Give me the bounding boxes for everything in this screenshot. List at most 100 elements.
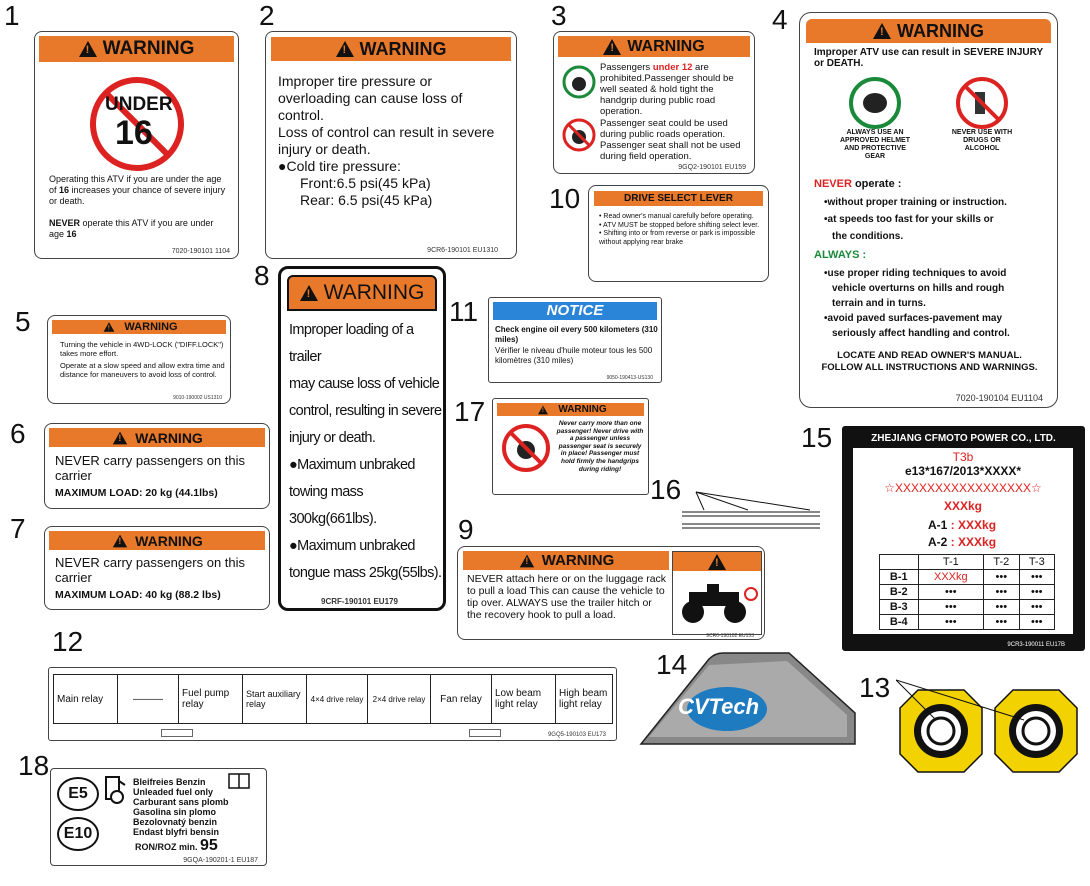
relay-cell: 4×4 drive relay xyxy=(307,675,368,723)
label-number-2: 2 xyxy=(259,0,275,31)
part-code: 9GQA-190201-1 EU187 xyxy=(183,857,258,864)
table-cell: ••• xyxy=(1018,584,1056,600)
relay-cell: Main relay xyxy=(54,675,118,723)
towing-icon-panel xyxy=(672,551,762,635)
warning-triangle-icon xyxy=(112,431,128,444)
max-load-text: MAXIMUM LOAD: 20 kg (44.1lbs) xyxy=(55,487,218,499)
part-code: 9CR0-190102 EU153 xyxy=(706,633,754,639)
warning-triangle-icon xyxy=(519,554,534,567)
axle-a2: A-2 : XXXkg xyxy=(928,535,997,549)
label-number-6: 6 xyxy=(10,418,26,449)
relay-cell: Fuel pump relay xyxy=(179,675,243,723)
warning-label-passenger-age: WARNING Passengers under 12 are prohibit… xyxy=(553,31,755,174)
passenger-prohibited-icon xyxy=(562,118,596,152)
cvtech-decal xyxy=(639,652,856,745)
table-cell: ••• xyxy=(983,599,1020,615)
relay-cell: High beam light relay xyxy=(559,688,608,710)
warning-label-trailer: WARNING Improper loading of a trailermay… xyxy=(278,266,446,611)
label-number-10: 10 xyxy=(549,183,581,214)
warning-triangle-icon xyxy=(538,405,549,414)
table-row-label: B-2 xyxy=(879,584,919,600)
warning-banner: WARNING xyxy=(497,403,644,416)
never-operate-heading: NEVER operate : xyxy=(814,178,902,190)
passenger-limit-icon xyxy=(502,424,550,472)
label-number-14: 14 xyxy=(656,649,688,680)
towing-text: NEVER attach here or on the luggage rack… xyxy=(467,573,667,621)
tab-right xyxy=(469,729,501,737)
warning-text: WARNING xyxy=(627,37,705,55)
table-cell: ••• xyxy=(983,614,1020,630)
label-number-1: 1 xyxy=(4,0,20,31)
warning-triangle-icon xyxy=(104,322,115,332)
axle-a1: A-1 : XXXkg xyxy=(928,518,997,532)
label-number-8: 8 xyxy=(254,260,270,291)
oil-text-en: Check engine oil every 500 kilometers (3… xyxy=(495,325,658,344)
prohibited-age-icon xyxy=(90,77,184,171)
warning-banner: WARNING xyxy=(49,531,265,550)
warning-banner xyxy=(673,552,761,571)
warning-text: WARNING xyxy=(135,532,203,549)
table-header: T-3 xyxy=(1018,554,1056,570)
label-drive-select-lever: DRIVE SELECT LEVER • Read owner's manual… xyxy=(588,185,769,282)
warning-banner: WARNING xyxy=(806,19,1051,43)
no-drugs-alcohol-icon xyxy=(956,77,1008,129)
warning-text: WARNING xyxy=(558,404,607,415)
warning-text: WARNING xyxy=(135,429,203,446)
warning-text: WARNING xyxy=(541,552,615,569)
tab-left xyxy=(161,729,193,737)
manufacturer-name: ZHEJIANG CFMOTO POWER CO., LTD. xyxy=(871,433,1056,444)
vin-placeholder: ☆XXXXXXXXXXXXXXXXX☆ xyxy=(884,481,1042,495)
age-16-text: 16 xyxy=(115,114,153,152)
table-corner xyxy=(879,554,919,570)
warning-triangle-icon xyxy=(708,553,726,570)
part-code: 9GQ5-190103 EU173 xyxy=(547,732,606,738)
vehicle-category: T3b xyxy=(952,450,974,464)
under-16-warning-text: Operating this ATV if you are under the … xyxy=(49,174,226,239)
label-number-16: 16 xyxy=(650,474,682,505)
part-code: 9GQ2-190101 EU159 xyxy=(678,164,746,171)
e10-badge: E10 xyxy=(57,817,99,851)
label-number-5: 5 xyxy=(15,306,31,337)
warning-banner: WARNING xyxy=(463,551,669,570)
fuel-pump-icon xyxy=(105,776,126,804)
passenger-seat-text: Passenger seat could be used during publ… xyxy=(600,118,741,162)
ron-text: RON/ROZ min. 95 xyxy=(135,837,218,854)
label-number-12: 12 xyxy=(52,626,84,657)
warning-banner: WARNING xyxy=(287,275,437,311)
warning-banner: WARNING xyxy=(49,428,265,447)
part-code: 7020-190104 EU1104 xyxy=(955,393,1043,403)
label-number-18: 18 xyxy=(18,750,50,781)
improper-use-text: Improper ATV use can result in SEVERE IN… xyxy=(814,47,1043,69)
label-number-15: 15 xyxy=(801,422,833,453)
part-code: 9050-190413-US130 xyxy=(606,375,653,381)
plate-panel: T3b e13*167/2013*XXXX* ☆XXXXXXXXXXXXXXXX… xyxy=(853,448,1073,634)
table-cell: ••• xyxy=(917,599,985,615)
relay-label: Main relay ——— Fuel pump relay Start aux… xyxy=(48,667,617,741)
warning-label-carrier-40kg: WARNING NEVER carry passengers on this c… xyxy=(44,526,270,610)
passenger-age-text: Passengers under 12 are prohibited.Passe… xyxy=(600,62,734,117)
table-cell: ••• xyxy=(1018,614,1056,630)
part-code: 9CRF-190101 EU179 xyxy=(321,597,398,606)
label-number-9: 9 xyxy=(458,514,474,545)
warning-banner: WARNING xyxy=(39,36,234,62)
warning-triangle-icon xyxy=(603,38,622,55)
warning-triangle-icon xyxy=(112,534,128,547)
table-row-label: B-4 xyxy=(879,614,919,630)
relay-cell: Low beam light relay xyxy=(492,675,556,723)
relay-cell: 2×4 drive relay xyxy=(368,675,431,723)
part-code: 7020-190101 1104 xyxy=(171,248,230,255)
under-text: UNDER xyxy=(105,94,173,115)
label-number-3: 3 xyxy=(551,0,567,31)
warning-text: WARNING xyxy=(323,281,425,304)
relay-cell: Fan relay xyxy=(431,675,492,723)
table-cell: XXXkg xyxy=(917,569,985,585)
label-number-4: 4 xyxy=(772,4,788,35)
warning-text: WARNING xyxy=(359,38,447,59)
notice-banner: NOTICE xyxy=(493,302,657,320)
type-approval: e13*167/2013*XXXX* xyxy=(904,464,1022,478)
